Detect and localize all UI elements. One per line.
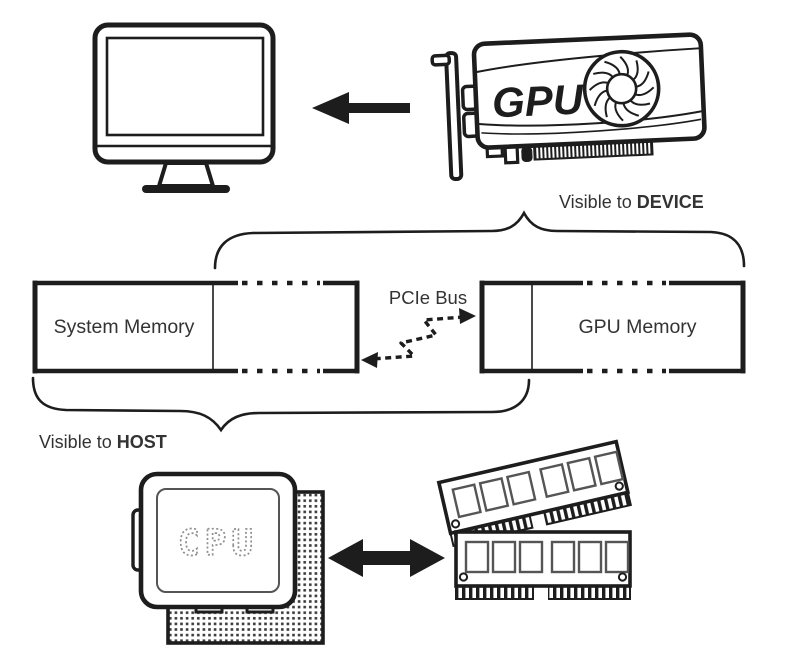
visible-to-host-label: Visible to HOST bbox=[39, 432, 167, 453]
fan-icon bbox=[582, 49, 661, 128]
system-memory-label: System Memory bbox=[53, 315, 195, 338]
visible-to-device-prefix: Visible to bbox=[559, 192, 632, 212]
curly-brace-up-icon bbox=[213, 210, 746, 270]
curly-brace-down-icon bbox=[31, 376, 531, 433]
gpu-memory-label: GPU Memory bbox=[578, 315, 697, 338]
visible-to-host-emphasis: HOST bbox=[116, 432, 167, 452]
double-arrow-icon bbox=[328, 539, 445, 577]
cpu-chip-label: CPU bbox=[178, 523, 258, 564]
monitor-icon bbox=[92, 22, 276, 193]
ram-modules-icon bbox=[436, 439, 633, 601]
system-memory-box bbox=[32, 280, 360, 374]
left-arrow-icon bbox=[312, 92, 410, 124]
visible-to-host-prefix: Visible to bbox=[39, 432, 112, 452]
visible-to-device-label: Visible to DEVICE bbox=[559, 192, 704, 213]
gpu-memory-box bbox=[479, 280, 746, 374]
visible-to-device-emphasis: DEVICE bbox=[636, 192, 704, 212]
gpu-card-label: GPU bbox=[491, 75, 586, 126]
dashed-zigzag-double-arrow-icon bbox=[361, 308, 476, 368]
pcie-bus-label: PCIe Bus bbox=[388, 287, 468, 308]
gpu-card-icon: GPU bbox=[430, 32, 707, 182]
cpu-socket-icon: CPU bbox=[131, 471, 325, 645]
cpu-chip-icon: CPU bbox=[131, 471, 298, 614]
